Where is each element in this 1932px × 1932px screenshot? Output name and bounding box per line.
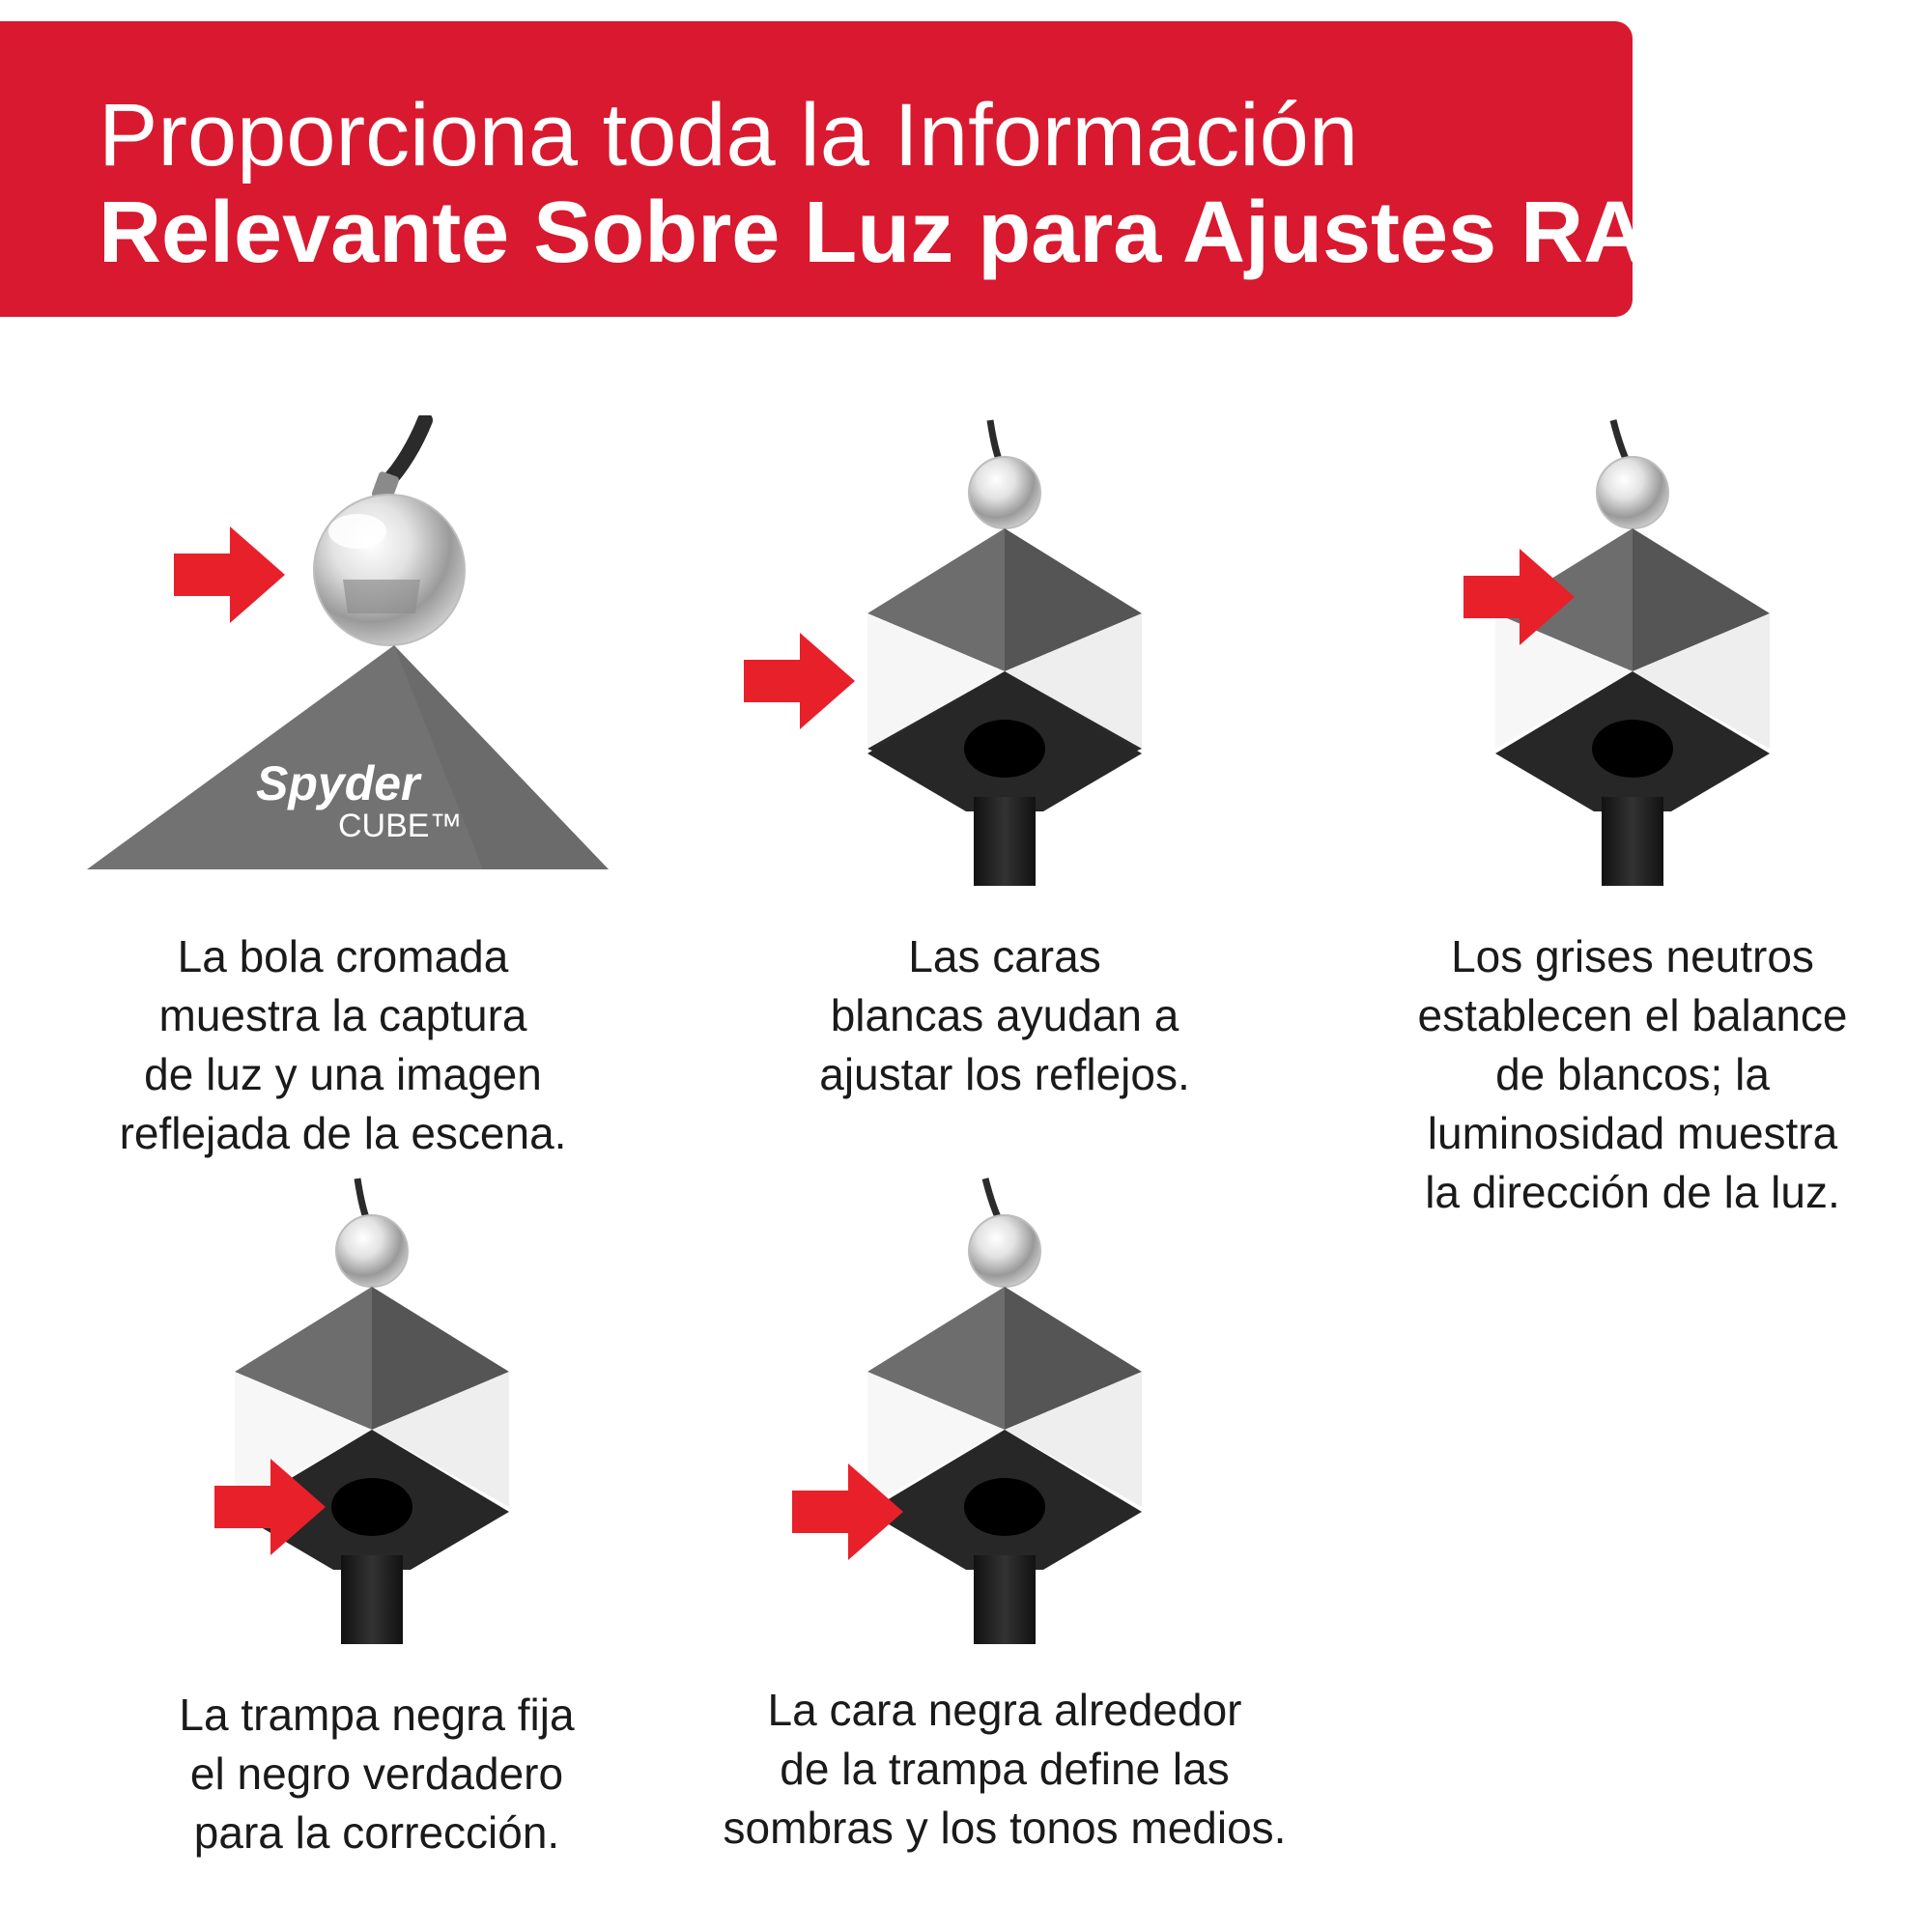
caption-chrome-ball: La bola cromada muestra la captura de lu… — [77, 927, 609, 1163]
caption-line: de la trampa define las — [780, 1744, 1230, 1794]
header-banner: Proporciona toda la Información Relevant… — [0, 21, 1723, 317]
cube-white-faces-illustration — [867, 419, 1142, 886]
caption-white-faces: Las caras blancas ayudan a ajustar los r… — [734, 927, 1275, 1104]
caption-line: reflejada de la escena. — [119, 1108, 567, 1158]
cube-logo-text: CUBE™ — [338, 808, 462, 844]
caption-black-face: La cara negra alrededor de la trampa def… — [676, 1681, 1333, 1858]
arrow-black-trap-icon — [214, 1459, 326, 1555]
page-title-line2: Relevante Sobre Luz para Ajustes RAW — [99, 185, 1724, 281]
caption-line: La trampa negra fija — [179, 1690, 575, 1740]
cube-gray-faces-illustration — [1495, 419, 1770, 886]
arrow-black-face-icon — [792, 1463, 903, 1560]
spyder-logo-text: Spyder — [256, 756, 422, 810]
caption-line: La bola cromada — [177, 931, 509, 981]
caption-line: Las caras — [908, 931, 1101, 981]
caption-line: muestra la captura — [158, 990, 527, 1040]
caption-line: Los grises neutros — [1451, 931, 1814, 981]
arrow-white-faces-icon — [744, 633, 855, 729]
caption-line: de blancos; la — [1495, 1049, 1770, 1099]
page-title-line1: Proporciona toda la Información — [99, 86, 1359, 185]
caption-line: establecen el balance — [1417, 990, 1848, 1040]
caption-line: la dirección de la luz. — [1425, 1167, 1840, 1217]
caption-line: La cara negra alrededor — [767, 1685, 1242, 1735]
chrome-ball-illustration: Spyder CUBE™ — [87, 415, 609, 869]
caption-line: para la corrección. — [193, 1807, 560, 1858]
caption-line: el negro verdadero — [189, 1748, 564, 1799]
caption-line: blancas ayudan a — [830, 990, 1179, 1040]
cube-black-trap-illustration — [235, 1178, 509, 1644]
arrow-chrome-ball-icon — [174, 526, 285, 623]
caption-line: sombras y los tonos medios. — [723, 1803, 1287, 1853]
caption-line: luminosidad muestra — [1427, 1108, 1838, 1158]
caption-line: ajustar los reflejos. — [819, 1049, 1190, 1099]
caption-line: de luz y una imagen — [144, 1049, 542, 1099]
cube-black-face-illustration — [867, 1178, 1142, 1644]
arrow-gray-faces-icon — [1463, 549, 1575, 645]
caption-gray-faces: Los grises neutros establecen el balance… — [1372, 927, 1893, 1222]
caption-black-trap: La trampa negra fija el negro verdadero … — [116, 1686, 638, 1862]
